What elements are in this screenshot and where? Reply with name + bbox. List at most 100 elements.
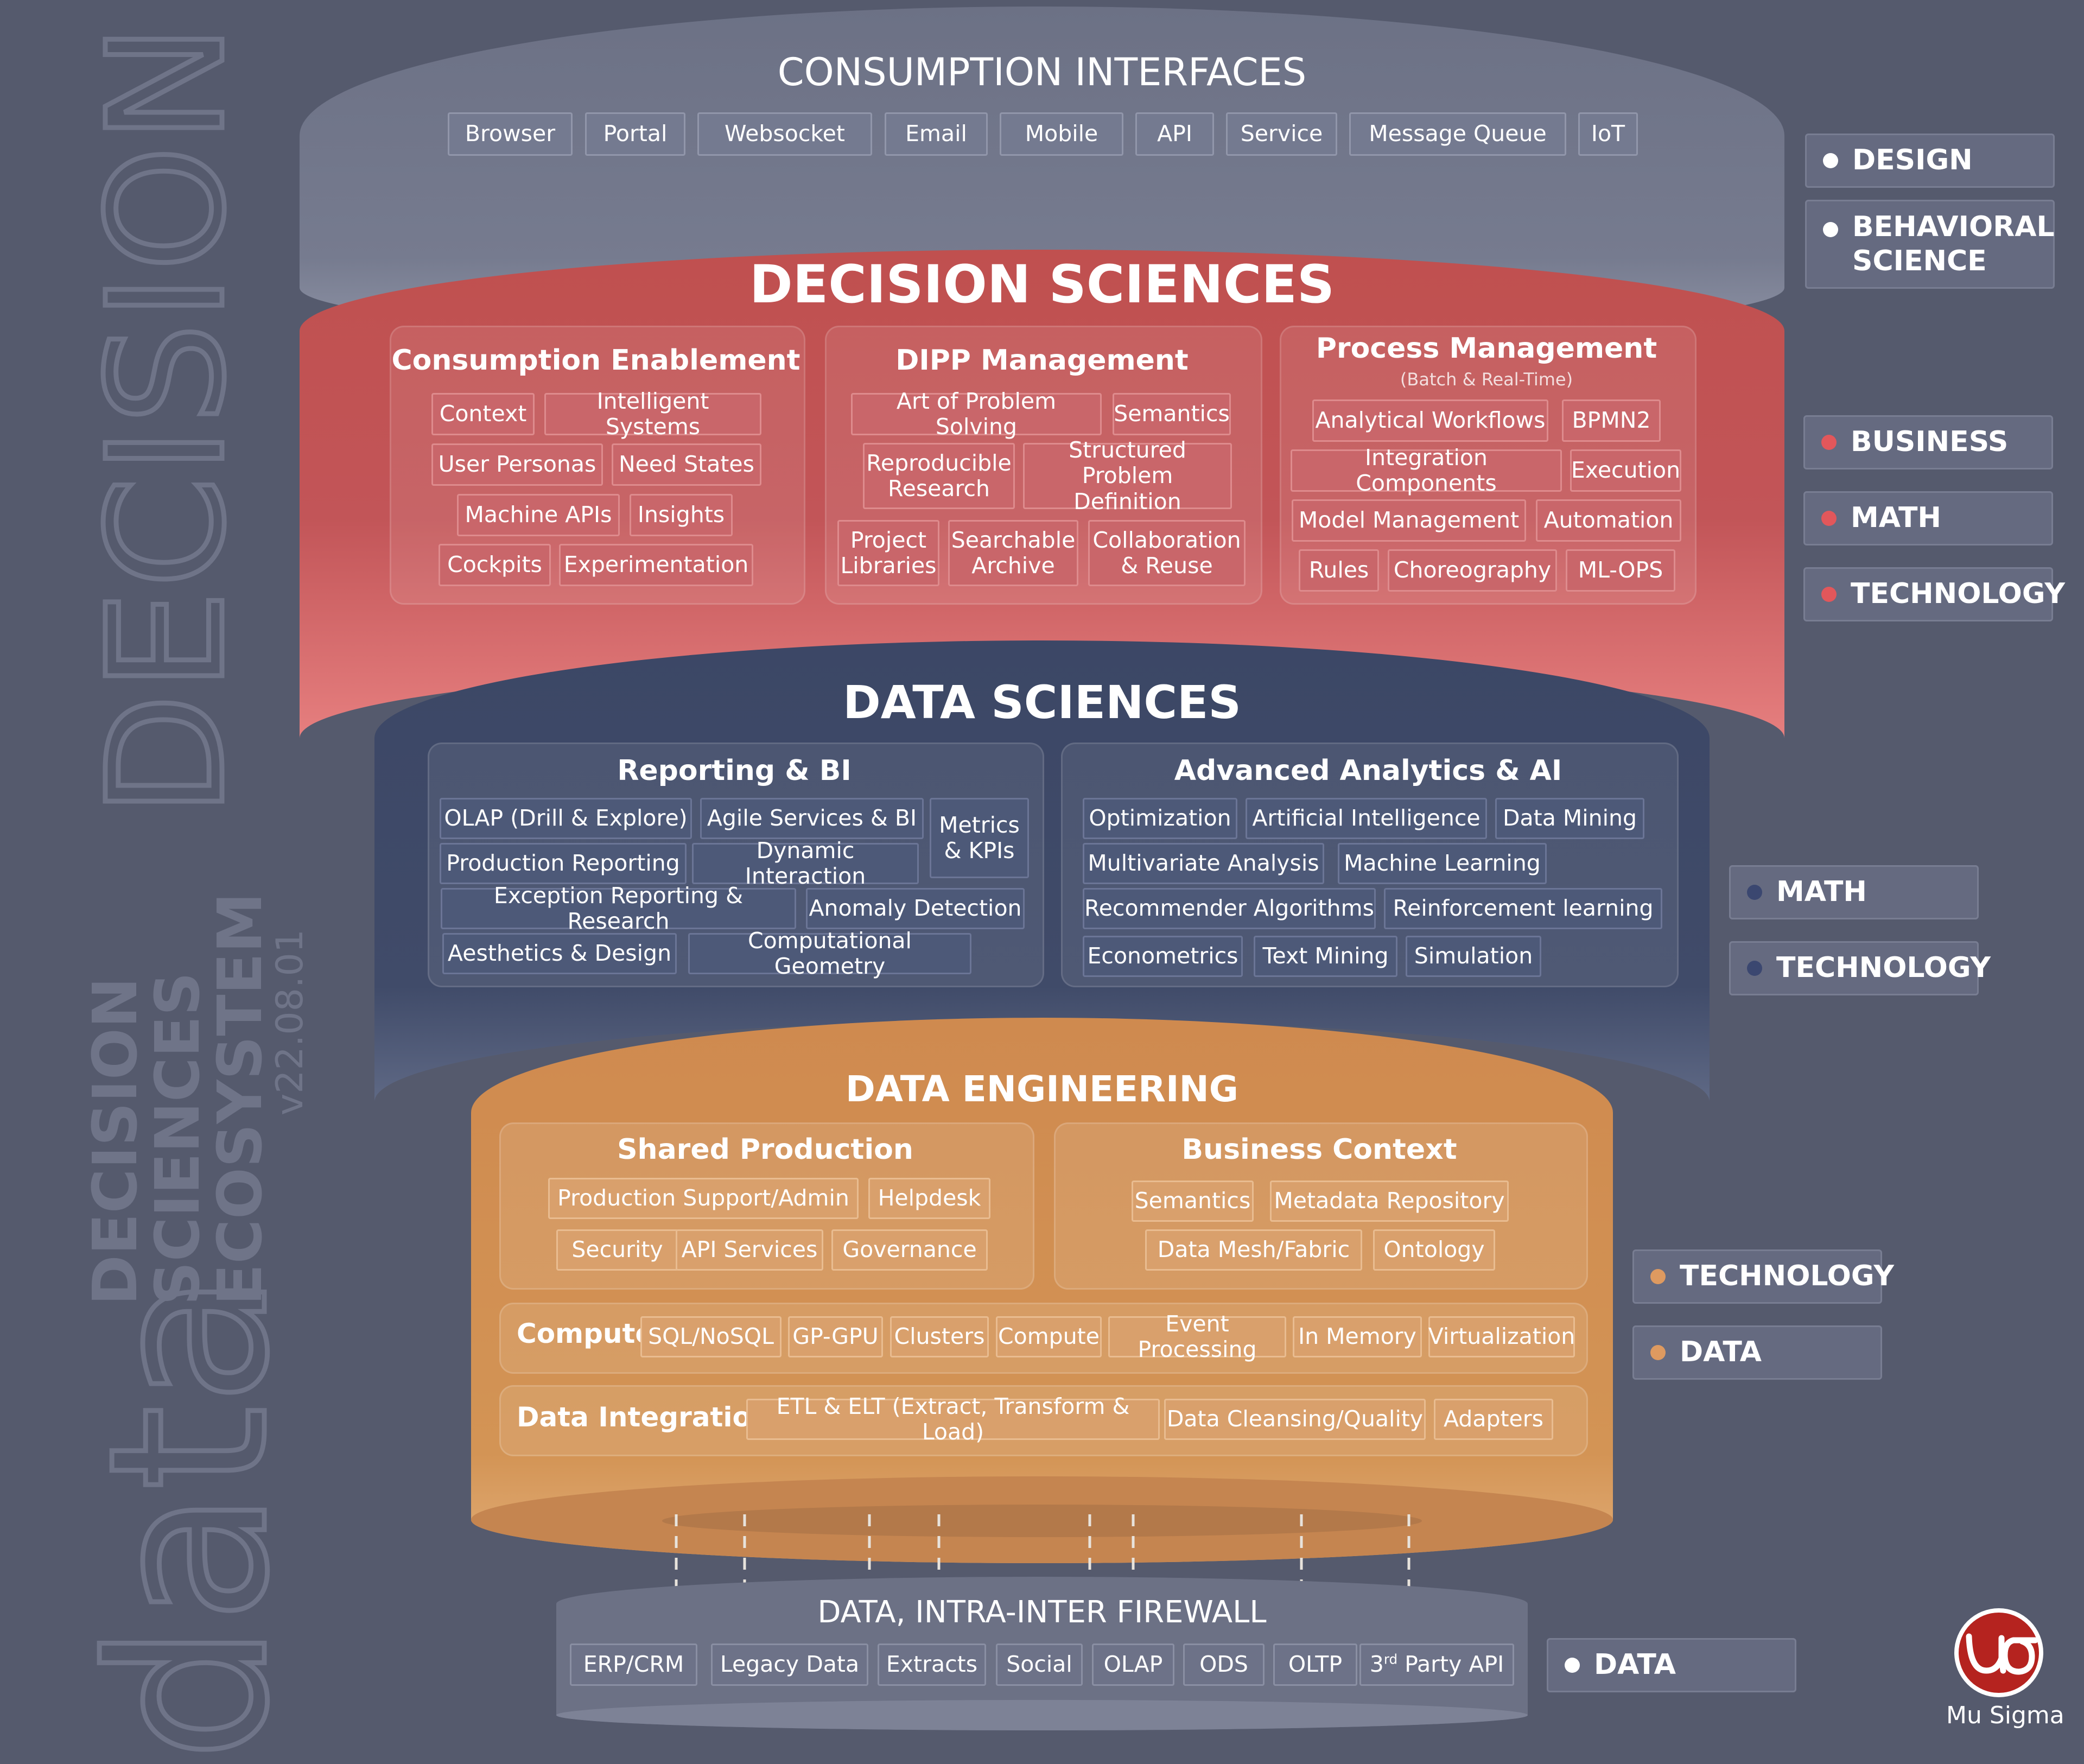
chip-machine-apis: Machine APIs	[457, 494, 620, 536]
card-title-process-management: Process Management	[1316, 332, 1657, 365]
chip-social: Social	[996, 1644, 1083, 1686]
chip-compute: Compute	[996, 1316, 1102, 1357]
chip-choreography: Choreography	[1388, 549, 1557, 592]
data-integration-label: Data Integration	[517, 1401, 771, 1433]
chip-gp-gpu: GP-GPU	[788, 1316, 883, 1357]
chip-context: Context	[431, 393, 535, 435]
chip-oltp: OLTP	[1273, 1644, 1357, 1686]
chip-api-services: API Services	[676, 1229, 823, 1271]
legend-dot-white	[1565, 1658, 1580, 1673]
chip-aesthetics-design: Aesthetics & Design	[442, 933, 677, 974]
card-title-reporting-bi: Reporting & BI	[617, 754, 852, 787]
firewall-title: DATA, INTRA-INTER FIREWALL	[817, 1595, 1267, 1630]
legend-dot-white	[1823, 153, 1838, 168]
data-sciences-title: DATA SCIENCES	[843, 676, 1241, 729]
chip-ml-ops: ML-OPS	[1566, 549, 1675, 592]
chip-portal: Portal	[585, 112, 685, 156]
legend-label: TECHNOLOGY	[1851, 578, 2066, 611]
chip-olap: OLAP	[1092, 1644, 1174, 1686]
chip-anomaly-detection: Anomaly Detection	[806, 888, 1025, 929]
consumption-title: CONSUMPTION INTERFACES	[777, 50, 1307, 94]
chip-art-of-problem-solving: Art of Problem Solving	[851, 388, 1102, 440]
chip-ontology: Ontology	[1373, 1229, 1495, 1271]
chip-experimentation: Experimentation	[559, 544, 753, 586]
chip-sql-nosql: SQL/NoSQL	[640, 1316, 782, 1357]
chip-integration-components: Integration Components	[1291, 445, 1562, 496]
legend-math-data-sciences: MATH	[1729, 865, 1979, 919]
chip-iot: IoT	[1578, 112, 1638, 156]
chip-cockpits: Cockpits	[439, 544, 551, 586]
decision-sciences-title: DECISION SCIENCES	[749, 254, 1335, 315]
chip-data-mesh-fabric: Data Mesh/Fabric	[1145, 1229, 1362, 1271]
legend-data-firewall: DATA	[1547, 1638, 1796, 1692]
chip-need-states: Need States	[612, 443, 761, 486]
chip-artificial-intelligence: Artificial Intelligence	[1246, 798, 1487, 839]
chip-olap-drill-explore: OLAP (Drill & Explore)	[440, 798, 692, 839]
chip-simulation: Simulation	[1406, 936, 1541, 977]
chip-3rd-party-api-text: 3rd Party API	[1369, 1651, 1504, 1678]
legend-technology-engineering: TECHNOLOGY	[1632, 1249, 1894, 1304]
legend-dot-orange	[1650, 1269, 1666, 1284]
mu-sigma-logo-icon	[1954, 1608, 2043, 1697]
legend-behavioral-science: BEHAVIORAL SCIENCE	[1805, 200, 2055, 289]
chip-exception-reporting-research: Exception Reporting & Research	[441, 883, 796, 934]
legend-label: BEHAVIORAL SCIENCE	[1852, 211, 2055, 278]
chip-multivariate-analysis: Multivariate Analysis	[1083, 843, 1324, 884]
legend-label: MATH	[1851, 502, 1941, 535]
card-title-consumption-enablement: Consumption Enablement	[391, 344, 800, 377]
legend-business: BUSINESS	[1803, 415, 2053, 469]
chip-websocket: Websocket	[697, 112, 872, 156]
chip-optimization: Optimization	[1083, 798, 1237, 839]
chip-computational-geometry: Computational Geometry	[688, 928, 971, 979]
side-line-sciences: SCIENCES	[143, 972, 213, 1305]
chip-event-processing: Event Processing	[1108, 1311, 1286, 1362]
chip-insights: Insights	[630, 494, 733, 536]
chip-metadata-repository: Metadata Repository	[1270, 1181, 1509, 1222]
card-subtitle-process-management: (Batch & Real-Time)	[1400, 369, 1573, 390]
legend-dot-white	[1823, 222, 1838, 237]
chip-extracts: Extracts	[878, 1644, 986, 1686]
chip-etl-elt: ETL & ELT (Extract, Transform & Load)	[746, 1393, 1160, 1445]
chip-model-management: Model Management	[1292, 499, 1526, 542]
chip-adapters: Adapters	[1434, 1399, 1553, 1440]
chip-helpdesk: Helpdesk	[868, 1178, 990, 1219]
chip-user-personas: User Personas	[431, 443, 603, 486]
legend-label: TECHNOLOGY	[1680, 1260, 1895, 1293]
chip-api: API	[1135, 112, 1214, 156]
chip-email: Email	[885, 112, 988, 156]
legend-label: MATH	[1776, 875, 1867, 909]
chip-text-mining: Text Mining	[1254, 936, 1397, 977]
compute-label: Compute	[517, 1318, 654, 1349]
chip-mobile: Mobile	[1000, 112, 1123, 156]
chip-production-reporting: Production Reporting	[440, 843, 687, 884]
chip-reinforcement-learning: Reinforcement learning	[1384, 888, 1662, 929]
legend-dot-red	[1821, 511, 1837, 526]
legend-label: DESIGN	[1852, 144, 1973, 177]
chip-metrics-kpis: Metrics & KPIs	[930, 798, 1029, 878]
chip-agile-services-bi: Agile Services & BI	[700, 798, 924, 839]
chip-data-cleansing-quality: Data Cleansing/Quality	[1164, 1399, 1426, 1440]
chip-data-mining: Data Mining	[1495, 798, 1644, 839]
chip-virtualization: Virtualization	[1428, 1316, 1575, 1357]
legend-label: BUSINESS	[1851, 426, 2009, 459]
legend-dot-navy	[1747, 961, 1762, 976]
chip-legacy-data: Legacy Data	[711, 1644, 868, 1686]
chip-structured-problem-definition: Structured Problem Definition	[1023, 437, 1232, 514]
side-line-decision: DECISION	[80, 977, 151, 1305]
chip-project-libraries: Project Libraries	[837, 520, 939, 586]
data-engineering-title: DATA ENGINEERING	[846, 1068, 1238, 1110]
legend-dot-orange	[1650, 1345, 1666, 1360]
chip-collaboration-reuse: Collaboration & Reuse	[1088, 520, 1246, 586]
mu-sigma-logo-text: Mu Sigma	[1946, 1702, 2064, 1729]
card-title-shared-production: Shared Production	[617, 1133, 913, 1166]
chip-bpmn2: BPMN2	[1562, 399, 1661, 442]
chip-machine-learning: Machine Learning	[1338, 843, 1547, 884]
legend-dot-red	[1821, 587, 1837, 602]
legend-dot-navy	[1747, 885, 1762, 900]
chip-service: Service	[1226, 112, 1337, 156]
legend-label: DATA	[1594, 1648, 1676, 1681]
chip-3rd-party-api: 3rd Party API	[1359, 1644, 1514, 1686]
chip-recommender-algorithms: Recommender Algorithms	[1083, 888, 1376, 929]
chip-execution: Execution	[1570, 449, 1681, 492]
